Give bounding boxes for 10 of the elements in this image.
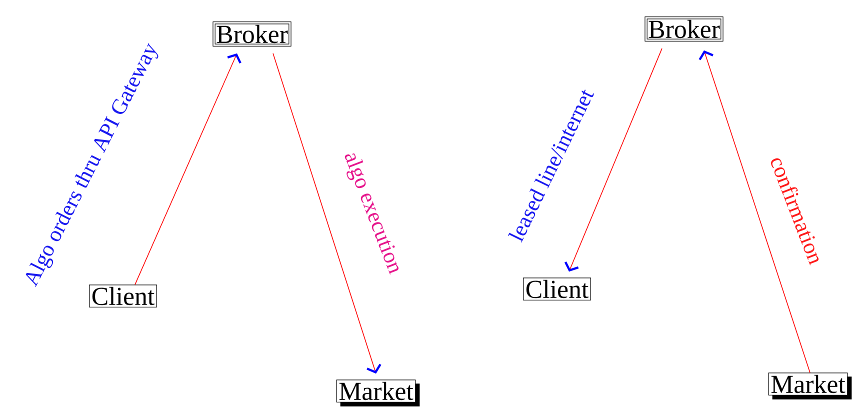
node-box: Client — [89, 284, 157, 308]
arrow — [134, 53, 242, 285]
node-box: Market — [768, 372, 852, 400]
arrow — [698, 50, 810, 373]
broker-box: Broker — [212, 22, 292, 46]
arrow — [272, 53, 382, 374]
node-box: Client — [523, 278, 591, 300]
broker-box: Broker — [644, 16, 724, 42]
node-box: Market — [336, 380, 420, 406]
arrow — [564, 48, 662, 272]
